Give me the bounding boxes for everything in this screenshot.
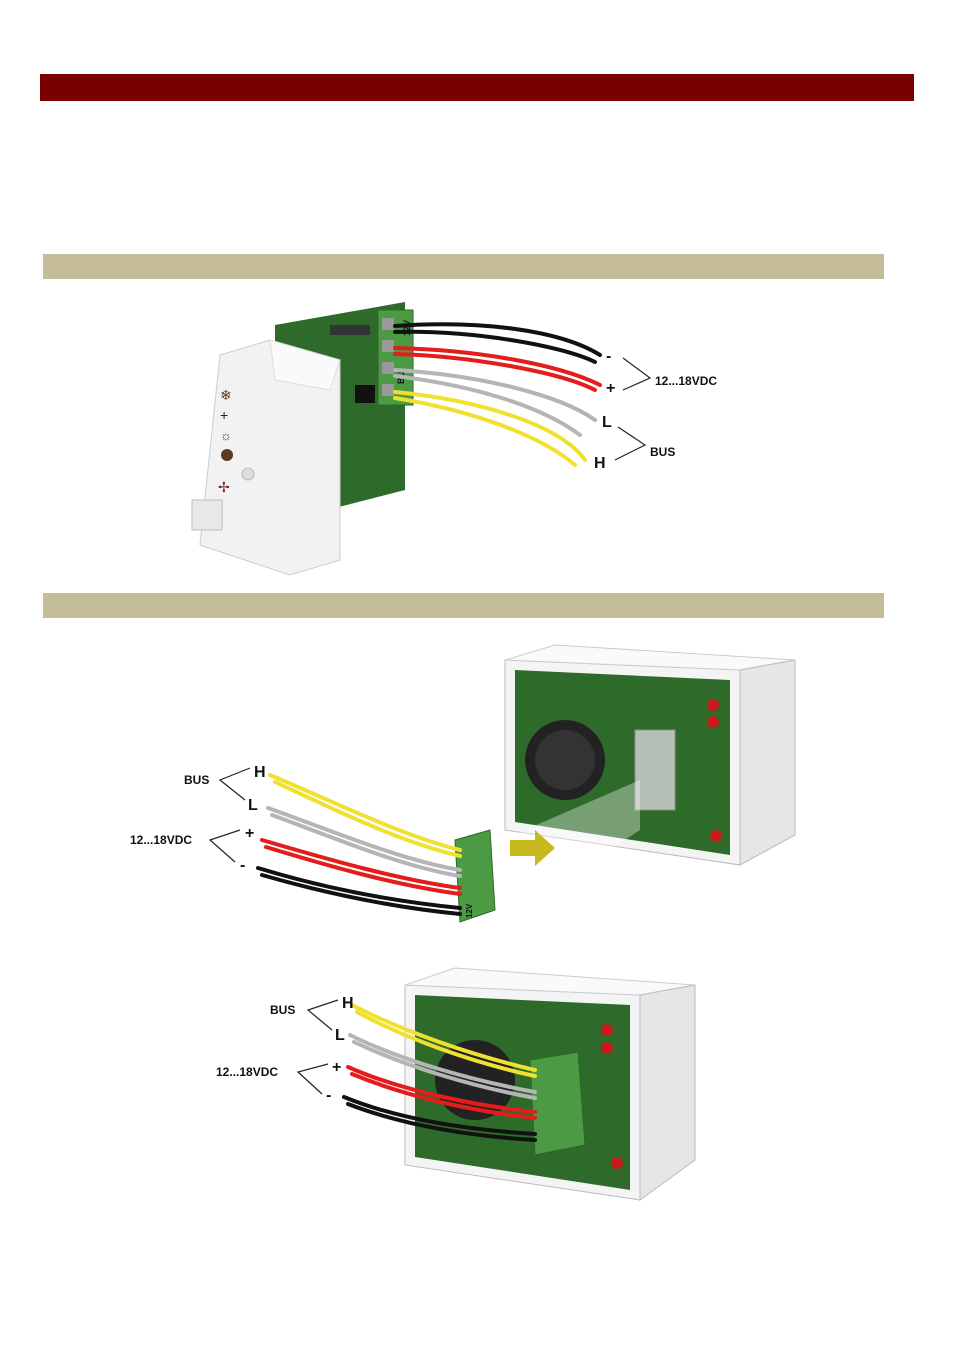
label-bus: BUS xyxy=(184,773,209,787)
sun-icon: ☼ xyxy=(220,428,232,443)
bracket-bus xyxy=(306,999,339,1031)
led xyxy=(611,1157,623,1169)
wire-grey xyxy=(352,1040,537,1100)
wire-red xyxy=(260,838,462,890)
bracket-power xyxy=(622,357,652,391)
label-bus: BUS xyxy=(270,1003,295,1017)
led xyxy=(707,699,719,711)
battery-inner xyxy=(535,730,595,790)
header-bar xyxy=(40,74,914,101)
led xyxy=(601,1024,613,1036)
wire-black xyxy=(393,329,597,364)
led xyxy=(710,830,722,842)
label-minus: - xyxy=(326,1087,331,1104)
terminal-screw xyxy=(382,362,394,374)
fan-icon: ✢ xyxy=(218,479,230,495)
wire-black xyxy=(256,866,462,910)
led xyxy=(707,716,719,728)
pcb-component xyxy=(355,385,375,403)
wire-grey xyxy=(393,368,597,422)
label-voltage: 12...18VDC xyxy=(216,1065,278,1079)
terminal-screw xyxy=(382,384,394,396)
pcb-board xyxy=(515,670,730,855)
wire-grey xyxy=(393,374,582,437)
section-bar-1 xyxy=(43,254,884,279)
enclosure-installed-figure: H L + - BUS 12...18VDC xyxy=(216,967,696,1201)
label-l: L xyxy=(335,1027,345,1044)
bracket-power xyxy=(208,829,241,863)
connector-plug xyxy=(191,499,223,531)
wire-red xyxy=(264,845,462,896)
moon-icon xyxy=(221,449,233,461)
terminal-label-12v: 12V xyxy=(402,320,412,336)
wire-red xyxy=(393,346,602,387)
terminal-screw xyxy=(382,318,394,330)
enclosure-exploded-figure: 12V H L + - BUS 12...18VDC xyxy=(130,644,796,923)
wire-yellow xyxy=(355,1010,537,1078)
label-h: H xyxy=(342,995,354,1012)
label-l: L xyxy=(602,414,612,431)
wire-black xyxy=(393,322,602,357)
snowflake-icon: ❄ xyxy=(220,387,232,403)
wire-red xyxy=(346,1065,537,1114)
wire-black xyxy=(346,1102,537,1142)
insertion-guide xyxy=(490,780,640,920)
label-voltage: 12...18VDC xyxy=(655,374,717,388)
label-plus: + xyxy=(245,825,254,842)
wire-grey xyxy=(270,813,462,878)
pcb-connector-socket xyxy=(634,729,676,811)
led xyxy=(601,1042,613,1054)
wire-grey xyxy=(348,1033,537,1094)
thermostat-wiring-figure: ❄ + ☼ ✢ 12V BU - + L H 12...18VDC BUS xyxy=(191,302,717,576)
label-minus: - xyxy=(240,857,245,874)
label-plus: + xyxy=(332,1059,341,1076)
wire-red xyxy=(350,1072,537,1120)
wire-yellow xyxy=(268,773,462,852)
label-minus: - xyxy=(606,348,611,365)
enclosure-side xyxy=(739,659,796,866)
bracket-power xyxy=(296,1063,329,1095)
plus-icon: + xyxy=(220,407,228,423)
wire-yellow xyxy=(393,396,577,467)
wire-grey xyxy=(266,806,462,872)
insert-arrow xyxy=(510,830,555,866)
wire-red xyxy=(393,352,597,392)
bracket-bus xyxy=(218,767,251,801)
knob xyxy=(241,467,255,481)
wire-black xyxy=(260,873,462,916)
wire-black xyxy=(342,1095,537,1136)
terminal-plug xyxy=(529,1051,586,1156)
terminal-screw xyxy=(382,340,394,352)
plug-label-12v: 12V xyxy=(465,903,474,918)
label-l: L xyxy=(248,797,258,814)
label-h: H xyxy=(594,455,606,472)
section-bar-2 xyxy=(43,593,884,618)
label-h: H xyxy=(254,764,266,781)
label-bus: BUS xyxy=(650,445,675,459)
wire-yellow xyxy=(393,390,587,462)
bracket-bus xyxy=(614,426,647,461)
label-voltage: 12...18VDC xyxy=(130,833,192,847)
pcb-chip xyxy=(330,325,370,335)
label-plus: + xyxy=(606,380,615,397)
housing-top xyxy=(269,339,341,391)
wire-yellow xyxy=(350,1003,537,1072)
wire-yellow xyxy=(273,780,462,858)
enclosure-side xyxy=(639,984,696,1201)
